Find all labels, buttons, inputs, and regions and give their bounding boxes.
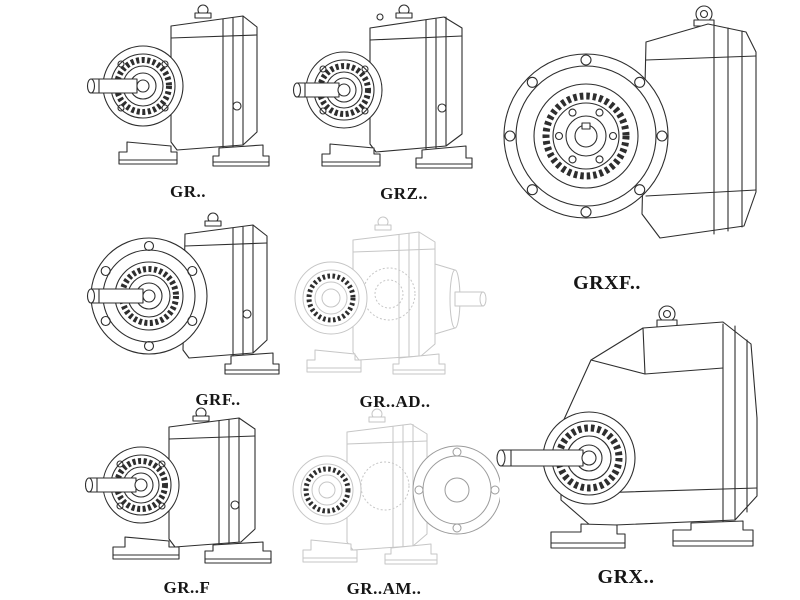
housing <box>346 423 428 551</box>
label-gr-f: GR..F <box>163 578 211 597</box>
shaft-end <box>565 115 607 157</box>
figure-grz <box>292 2 487 182</box>
label-gr-ad: GR..AD.. <box>359 392 431 411</box>
output-shaft <box>85 477 148 493</box>
grf-drawing-icon <box>86 212 280 375</box>
motor-flange <box>412 445 500 535</box>
grxf-drawing-icon <box>503 5 757 239</box>
input-adapter <box>434 263 487 335</box>
front-rings <box>294 261 368 335</box>
figure-gr-am <box>285 402 500 580</box>
eyebolt <box>656 305 678 328</box>
feet <box>112 536 272 564</box>
gr-am-drawing-icon <box>292 408 500 565</box>
figure-grxf <box>498 0 788 262</box>
feet <box>302 539 438 565</box>
output-shaft <box>496 449 597 467</box>
gr-drawing-icon <box>86 4 270 167</box>
feet <box>118 141 270 167</box>
feet <box>306 349 446 375</box>
front-rings <box>292 455 362 525</box>
label-grx: GRX.. <box>597 566 655 588</box>
gr-ad-drawing-icon <box>294 216 487 375</box>
front-rings <box>305 51 383 129</box>
figure-gr <box>85 2 285 182</box>
housing <box>168 417 256 548</box>
feet <box>550 520 754 549</box>
label-grz: GRZ.. <box>380 184 428 203</box>
eyebolt <box>192 407 210 422</box>
housing <box>182 224 268 359</box>
eyebolt <box>376 4 413 21</box>
figure-grx <box>495 298 790 570</box>
eyebolt <box>693 5 715 27</box>
grx-drawing-icon <box>496 305 758 549</box>
eyebolt <box>368 408 386 423</box>
eyebolt <box>194 4 212 19</box>
output-shaft <box>292 82 351 98</box>
label-grf: GRF.. <box>195 390 241 409</box>
figure-gr-f <box>85 405 285 577</box>
output-shaft <box>86 288 156 304</box>
label-gr-am: GR..AM.. <box>346 579 422 598</box>
housing <box>641 23 757 239</box>
grz-drawing-icon <box>292 4 473 169</box>
feet <box>321 143 473 169</box>
eyebolt <box>204 212 222 227</box>
housing <box>170 15 258 151</box>
output-shaft <box>86 78 150 94</box>
label-grxf: GRXF.. <box>573 272 641 294</box>
housing <box>369 16 463 153</box>
gr-f-drawing-icon <box>85 407 272 564</box>
label-gr: GR.. <box>170 182 206 201</box>
figure-grf <box>85 208 295 393</box>
figure-gr-ad <box>287 212 492 395</box>
feet <box>224 352 280 375</box>
eyebolt <box>374 216 392 231</box>
